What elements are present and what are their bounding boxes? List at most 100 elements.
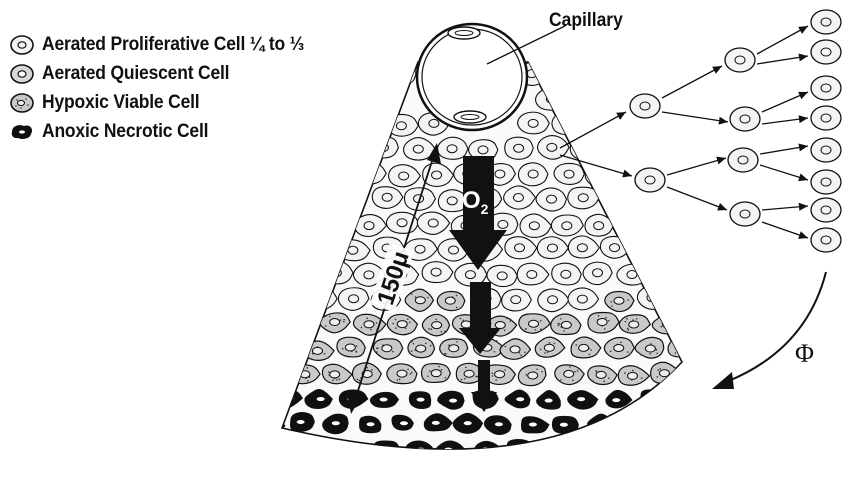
shed-arrow (760, 165, 808, 181)
tissue-cell (601, 441, 633, 462)
tissue-cell (668, 287, 699, 308)
tissue-cell (518, 365, 546, 386)
tissue-cell (686, 413, 713, 434)
shed-arrow (667, 157, 726, 175)
tissue-cell (570, 437, 601, 457)
tissue-cell (274, 237, 305, 260)
shed-arrow (760, 144, 808, 154)
tissue-cell (337, 189, 367, 212)
tissue-cell (485, 465, 513, 484)
tissue-cell (256, 466, 286, 483)
tissue-cell (303, 441, 334, 458)
shed-arrow (667, 187, 727, 211)
tissue-cell (653, 112, 683, 134)
shed-arrow (662, 112, 728, 125)
tissue-cell (272, 90, 303, 111)
tissue-cell (355, 63, 385, 85)
shed-cell (635, 168, 665, 192)
tissue-cell (667, 389, 698, 406)
tissue-cell (669, 140, 700, 161)
tissue-cell (289, 112, 319, 134)
tissue-cell (650, 65, 682, 86)
shed-arrow (762, 92, 808, 112)
tissue-cell (590, 464, 614, 481)
tissue-cell (684, 112, 715, 134)
tissue-cell (554, 163, 584, 184)
tissue-cell (254, 261, 283, 284)
tissue-cell (274, 140, 305, 163)
shed-cell (730, 107, 760, 131)
tissue-cell (440, 339, 468, 357)
tissue-cell (257, 418, 286, 435)
tissue-cell (604, 186, 634, 209)
tissue-cell (520, 464, 546, 484)
tissue-cell (617, 264, 648, 285)
tissue-cell (289, 164, 321, 186)
tissue-cell (256, 367, 286, 387)
tissue-cell (655, 463, 679, 482)
tissue-cell (682, 214, 712, 236)
tissue-cell (303, 239, 334, 262)
tissue-cell (340, 442, 369, 459)
tissue-cell (287, 64, 319, 86)
tissue-cell (588, 65, 619, 87)
tissue-cell (305, 138, 336, 160)
tissue-cell (303, 87, 335, 108)
tissue-cell (570, 89, 601, 112)
shed-arrow (757, 26, 808, 54)
tissue-cell (602, 88, 634, 110)
phi-label: Φ (795, 339, 814, 368)
tissue-cell (272, 291, 300, 312)
shed-cell (811, 106, 841, 130)
shed-cell (811, 170, 841, 194)
tissue-cell (273, 437, 299, 457)
shed-cell (811, 138, 841, 162)
shed-arrow (662, 66, 722, 98)
tissue-cell (370, 137, 399, 158)
tissue-cell (536, 440, 564, 459)
tissue-cell (536, 88, 569, 110)
tissue-cell (620, 412, 644, 432)
tissue-cell (552, 62, 582, 85)
tissue-cell (256, 63, 285, 85)
tissue-cell (255, 164, 285, 185)
shed-arrow (762, 115, 808, 124)
tissue-cell (408, 337, 435, 357)
shed-cell (728, 148, 758, 172)
tissue-cell (637, 286, 668, 309)
tissue-cell (306, 187, 336, 209)
tissue-cell (319, 61, 352, 83)
tissue-cell (291, 313, 319, 334)
shed-cell (811, 228, 841, 252)
shed-cell (811, 10, 841, 34)
tissue-cell (585, 214, 613, 236)
tissue-cell (601, 137, 631, 159)
tissue-cell (684, 363, 714, 384)
tissue-cell (421, 364, 450, 383)
red-blood-cell (448, 27, 480, 39)
tissue-cell (272, 337, 301, 357)
tissue-cell (502, 289, 532, 311)
tissue-cell (553, 463, 577, 482)
tissue-cell (619, 64, 649, 85)
tissue-cell (649, 214, 682, 236)
tissue-cell (338, 87, 367, 110)
shed-arrow (762, 203, 808, 211)
tissue-cell (639, 441, 666, 457)
tissue-cell (356, 465, 385, 486)
tissue-cell (632, 239, 664, 262)
tissue-cell (292, 465, 320, 485)
tissue-cell (253, 212, 283, 234)
tissue-cell (585, 164, 616, 186)
tissue-cell (586, 111, 617, 133)
tissue-cell (600, 236, 629, 258)
tissue-cell (552, 416, 579, 434)
tissue-cell (437, 137, 468, 159)
shed-cell (730, 202, 760, 226)
tissue-cell (370, 88, 399, 109)
tissue-cell (324, 213, 354, 234)
shedding-curve (712, 272, 826, 389)
oxygen-label-base: O (462, 187, 481, 214)
tissue-cell (633, 140, 664, 162)
tissue-cell (437, 291, 465, 310)
